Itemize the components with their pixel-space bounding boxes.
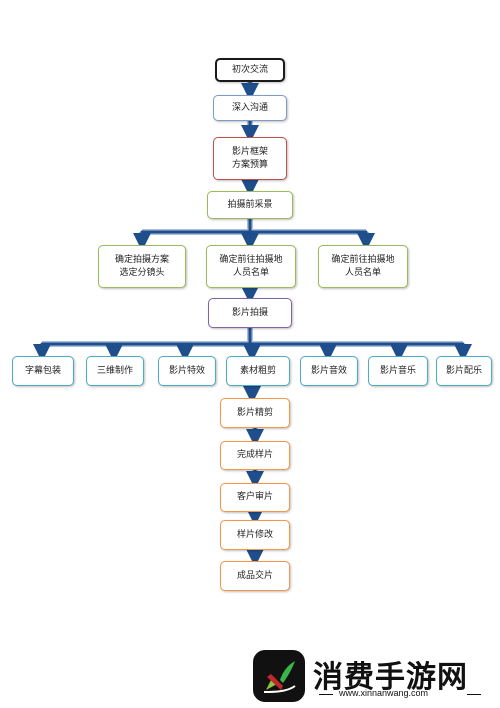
node-rough-cut: 素材粗剪 <box>226 356 290 386</box>
site-watermark: 消费手游网 www.xinnanwang.com <box>253 650 493 702</box>
edge-n6-p5 <box>250 342 337 362</box>
node-sound-effects: 影片音效 <box>300 356 358 386</box>
node-deep-communication: 深入沟通 <box>213 95 287 121</box>
edge-n4-n5a <box>133 219 252 251</box>
node-final-delivery: 成品交片 <box>220 561 290 591</box>
node-crew-list-1: 确定前往拍摄地 人员名单 <box>206 245 296 288</box>
site-logo-icon <box>253 650 305 702</box>
node-sample-complete: 完成样片 <box>220 441 290 470</box>
node-location-scouting: 拍摄前采景 <box>207 191 293 219</box>
site-title: 消费手游网 <box>313 660 468 695</box>
node-crew-list-2: 确定前往拍摄地 人员名单 <box>318 245 408 288</box>
node-sample-revision: 样片修改 <box>220 520 290 550</box>
url-divider-left <box>319 694 333 695</box>
node-film-music: 影片音乐 <box>368 356 428 386</box>
node-subtitle-packaging: 字幕包装 <box>12 356 74 386</box>
node-framework-budget: 影片框架 方案预算 <box>213 137 287 180</box>
node-client-review: 客户审片 <box>220 483 290 512</box>
node-initial-contact: 初次交流 <box>215 58 285 82</box>
edge-n6-p6 <box>328 342 408 362</box>
node-shooting-plan: 确定拍摄方案 选定分镜头 <box>98 245 186 288</box>
node-filming: 影片拍摄 <box>208 298 292 328</box>
edge-n6-p1 <box>33 328 252 362</box>
edge-n6-p7 <box>399 342 472 362</box>
node-scoring: 影片配乐 <box>436 356 492 386</box>
node-3d-production: 三维制作 <box>86 356 144 386</box>
node-visual-effects: 影片特效 <box>158 356 216 386</box>
edge-n4-n5c <box>250 230 375 251</box>
url-divider-right <box>467 694 481 695</box>
site-url: www.xinnanwang.com <box>339 688 429 698</box>
node-fine-cut: 影片精剪 <box>220 398 290 428</box>
